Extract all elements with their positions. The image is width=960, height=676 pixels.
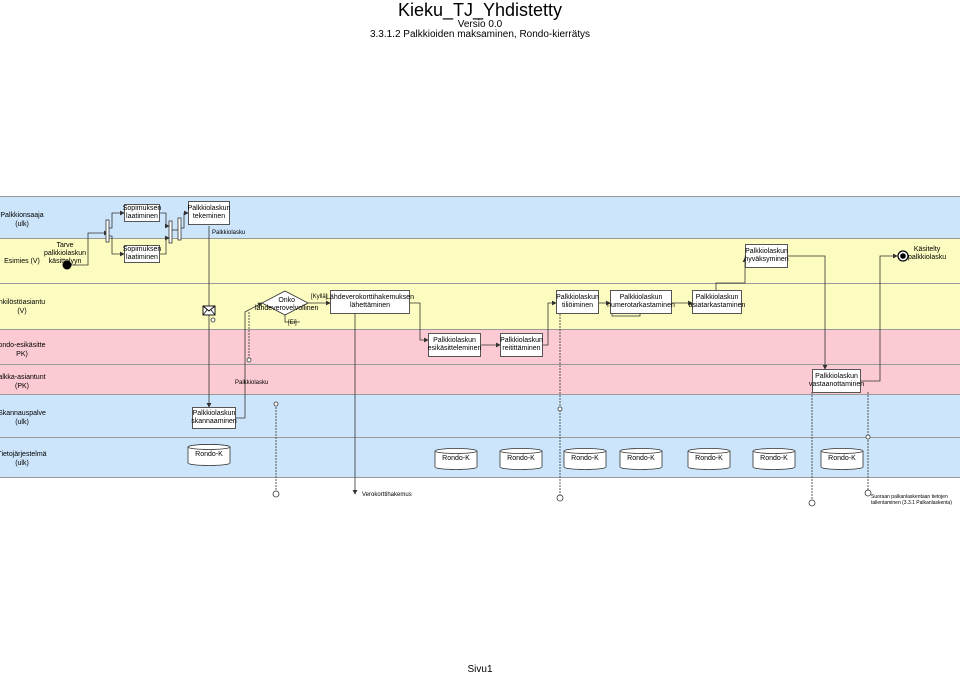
lane-henkilostoasiantuntija: nkilöstöasiantu (V): [0, 283, 960, 329]
datastore-label: Rondo-K: [195, 451, 223, 458]
lane-palkkionsaaja: Palkkionsaaja (ulk): [0, 196, 960, 238]
lane-label: alkka-asiantunt (PK): [0, 374, 46, 390]
task-palkkiolaskun-esikasitteleminen[interactable]: Palkkiolaskun esikäsitteleminen: [428, 333, 481, 357]
task-palkkiolaskun-reitittaminen[interactable]: Palkkiolaskun reitittäminen: [500, 333, 543, 357]
lane-tietojarjestelma: Tietojärjestelmä (ulk): [0, 437, 960, 478]
datastore-label: Rondo-K: [828, 455, 856, 462]
start-event-label: Tarve palkkiolaskun käsittelyyn: [44, 242, 87, 265]
lane-label: Esimies (V): [4, 258, 40, 265]
data-label-tallentaminen: Suoraan palkanlaskentaan tietojen tallen…: [871, 494, 952, 506]
data-label-verokorttihakemus: Verokorttihakemus: [362, 492, 412, 498]
envelope-icon: [202, 305, 216, 316]
gateway-diamond: [261, 290, 309, 316]
lane-esimies: Esimies (V): [0, 238, 960, 283]
datastore-label: Rondo-K: [760, 455, 788, 462]
lane-label: ondo-esikäsitte PK): [0, 342, 46, 358]
diagram-title: Kieku_TJ_Yhdistetty: [397, 0, 563, 20]
task-palkkiolaskun-numerotarkastaminen[interactable]: Palkkiolaskun numerotarkastaminen: [607, 290, 675, 314]
data-label-palkkiolasku: Palkkiolasku: [212, 230, 246, 236]
task-sopimuksen-laatiminen-esimies[interactable]: Sopimuksen laatiminen: [122, 245, 162, 263]
start-event: [62, 260, 72, 270]
lane-palkka-asiantuntija: alkka-asiantunt (PK): [0, 364, 960, 394]
datastore-rondo-k: Rondo-K: [187, 444, 231, 466]
task-palkkiolaskun-skannaaminen[interactable]: Palkkiolaskun skannaaminen: [191, 407, 237, 429]
datastore-rondo-k: Rondo-K: [499, 448, 543, 470]
datastore-label: Rondo-K: [695, 455, 723, 462]
gateway-no-label: [Ei]: [288, 320, 297, 326]
datastore-rondo-k: Rondo-K: [619, 448, 663, 470]
task-palkkiolaskun-asiatarkastaminen[interactable]: Palkkiolaskun asiatarkastaminen: [689, 290, 745, 314]
lane-label: nkilöstöasiantu (V): [0, 299, 46, 315]
datastore-rondo-k: Rondo-K: [752, 448, 796, 470]
lane-label: Palkkionsaaja (ulk): [0, 212, 44, 228]
datastore-label: Rondo-K: [507, 455, 535, 462]
diagram-version: Versio 0.0: [457, 19, 503, 30]
end-event-label: Käsitelty palkkiolasku: [908, 246, 947, 261]
datastore-label: Rondo-K: [442, 455, 470, 462]
gateway-label: Onko lähdeverovelvollinen: [255, 297, 319, 312]
diagram-subtitle: 3.3.1.2 Palkkioiden maksaminen, Rondo-ki…: [369, 29, 591, 40]
lane-skannauspalvelu: Skannauspalve (ulk): [0, 394, 960, 437]
datastore-rondo-k: Rondo-K: [434, 448, 478, 470]
datastore-rondo-k: Rondo-K: [687, 448, 731, 470]
datastore-label: Rondo-K: [627, 455, 655, 462]
datastore-rondo-k: Rondo-K: [820, 448, 864, 470]
datastore-rondo-k: Rondo-K: [563, 448, 607, 470]
task-lahdeverokorttihakemuksen-lahettaminen[interactable]: Lähdeverokorttihakemuksen lähettäminen: [326, 290, 414, 314]
lane-label: Skannauspalve (ulk): [0, 410, 46, 426]
task-palkkiolaskun-tekeminen[interactable]: Palkkiolaskun tekeminen: [188, 201, 230, 225]
lane-label: Tietojärjestelmä (ulk): [0, 451, 47, 467]
task-palkkiolaskun-tiliominen[interactable]: Palkkiolaskun tiliöiminen: [556, 290, 599, 314]
data-label-palkkiolasku: Palkkiolasku: [235, 380, 269, 386]
datastore-label: Rondo-K: [571, 455, 599, 462]
task-palkkiolaskun-hyvaksyminen[interactable]: Palkkiolaskun hyväksyminen: [744, 244, 789, 268]
task-sopimuksen-laatiminen-palkkionsaaja[interactable]: Sopimuksen laatiminen: [122, 204, 162, 222]
page-footer: Sivu1: [467, 664, 493, 675]
gateway-yes-label: [Kyllä]: [311, 294, 328, 300]
task-palkkiolaskun-vastaanottaminen[interactable]: Palkkiolaskun vastaanottaminen: [809, 369, 864, 393]
